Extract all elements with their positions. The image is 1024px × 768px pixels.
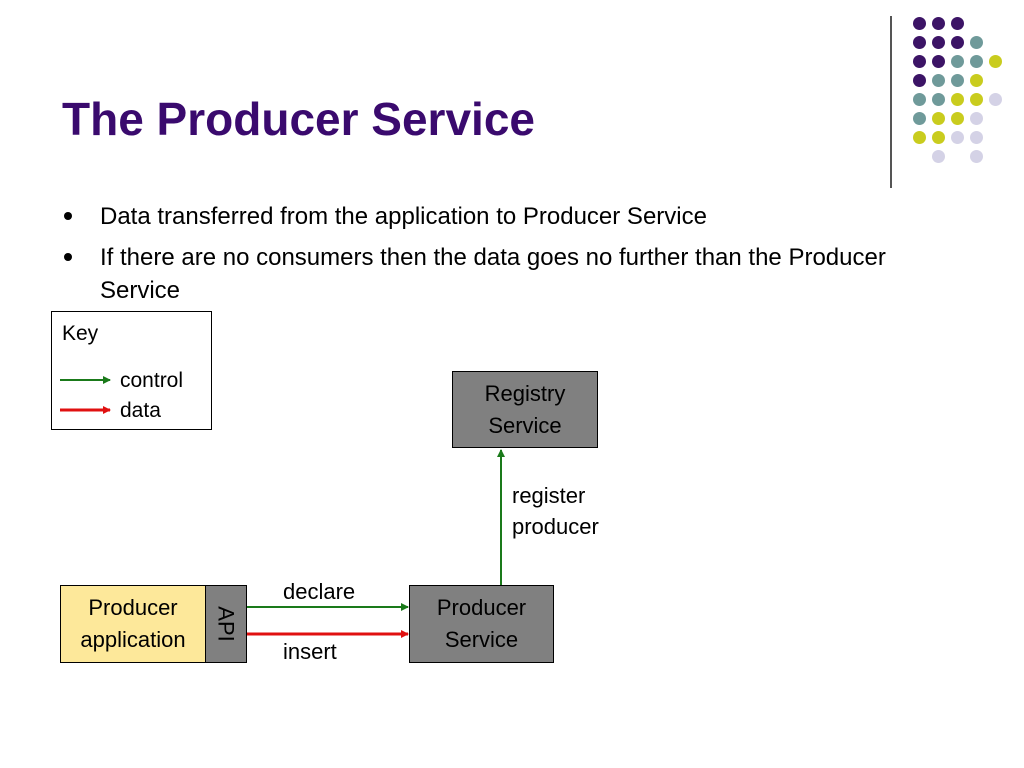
- legend-data-label: data: [120, 399, 161, 422]
- decor-dot: [913, 131, 926, 144]
- legend-title: Key: [62, 322, 99, 345]
- decor-dot: [951, 74, 964, 87]
- decor-dot: [932, 112, 945, 125]
- legend-control-label: control: [120, 369, 184, 392]
- registry-service-node: Registry Service: [452, 371, 598, 448]
- bullet-text: If there are no consumers then the data …: [100, 244, 886, 304]
- decor-dot: [970, 112, 983, 125]
- slide-title: The Producer Service: [62, 93, 535, 145]
- decor-dot: [951, 55, 964, 68]
- producer-application-node: Producer application: [60, 585, 206, 663]
- decor-dot: [951, 36, 964, 49]
- decor-dot: [913, 112, 926, 125]
- register-producer-label: register producer: [512, 483, 599, 539]
- api-node: API: [205, 585, 247, 663]
- decor-dot: [913, 93, 926, 106]
- declare-label: declare: [283, 579, 356, 604]
- producer-application-label: Producer application: [80, 595, 186, 652]
- decor-dot: [913, 17, 926, 30]
- api-label: API: [214, 606, 239, 642]
- decor-dot: [951, 112, 964, 125]
- producer-service-label: Producer Service: [436, 595, 527, 652]
- decor-dot: [932, 17, 945, 30]
- decor-dot: [970, 131, 983, 144]
- decor-dot: [989, 93, 1002, 106]
- decor-dot: [970, 93, 983, 106]
- decor-dot: [913, 36, 926, 49]
- legend-key-box: Key control data: [51, 311, 212, 430]
- decor-dot: [970, 74, 983, 87]
- bullet-text: Data transferred from the application to…: [100, 203, 707, 230]
- bullet-marker: [64, 212, 72, 220]
- registry-service-label: Registry Service: [484, 380, 566, 438]
- decor-dot: [951, 17, 964, 30]
- bullet-marker: [64, 253, 72, 261]
- decor-dot: [913, 74, 926, 87]
- decor-dot: [970, 150, 983, 163]
- decor-dot: [932, 74, 945, 87]
- decor-dot: [932, 150, 945, 163]
- decor-dot: [970, 55, 983, 68]
- bullet-list: Data transferred from the application to…: [62, 200, 922, 315]
- decor-dot: [951, 131, 964, 144]
- bullet-item: Data transferred from the application to…: [62, 200, 922, 233]
- decorative-dot-grid: [900, 12, 1010, 172]
- decor-dot: [932, 93, 945, 106]
- insert-label: insert: [283, 639, 337, 664]
- decor-dot: [932, 131, 945, 144]
- decor-dot: [913, 55, 926, 68]
- producer-service-node: Producer Service: [409, 585, 554, 663]
- decor-dot: [932, 55, 945, 68]
- title-divider-line: [890, 16, 892, 188]
- decor-dot: [951, 93, 964, 106]
- decor-dot: [970, 36, 983, 49]
- decor-dot: [932, 36, 945, 49]
- bullet-item: If there are no consumers then the data …: [62, 241, 922, 307]
- decor-dot: [989, 55, 1002, 68]
